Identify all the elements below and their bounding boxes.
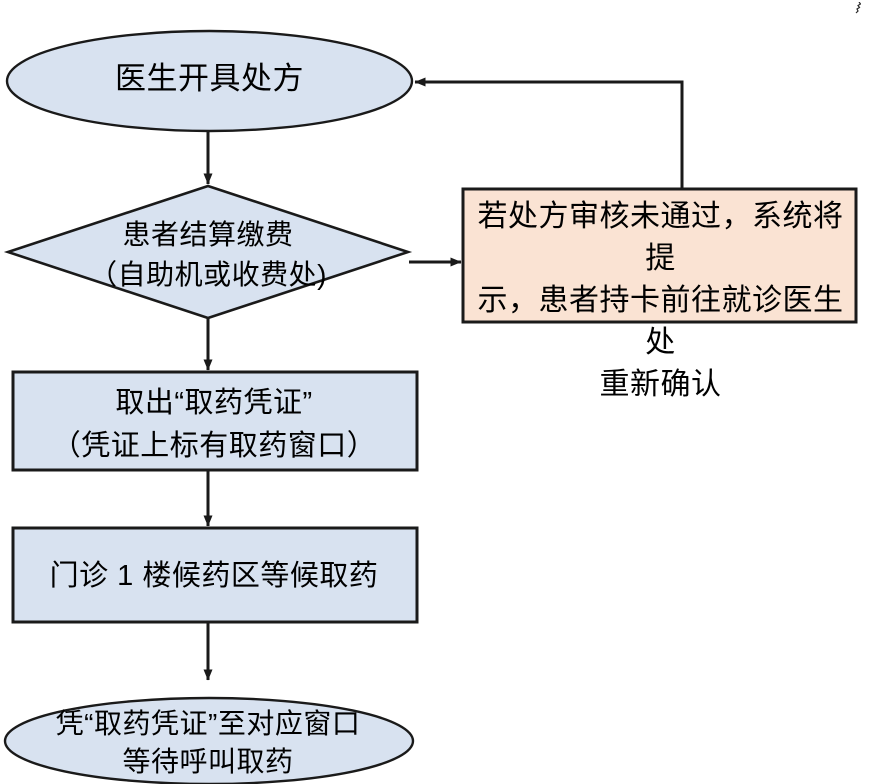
node-voucher-shape[interactable] <box>11 370 419 472</box>
node-note-shape[interactable] <box>461 187 858 324</box>
node-decision-shape[interactable] <box>3 184 413 320</box>
node-end-shape[interactable] <box>3 696 415 784</box>
node-start-shape[interactable] <box>5 29 414 133</box>
node-wait-shape[interactable] <box>11 526 419 624</box>
edge-note-to-start-feedback <box>414 77 684 189</box>
